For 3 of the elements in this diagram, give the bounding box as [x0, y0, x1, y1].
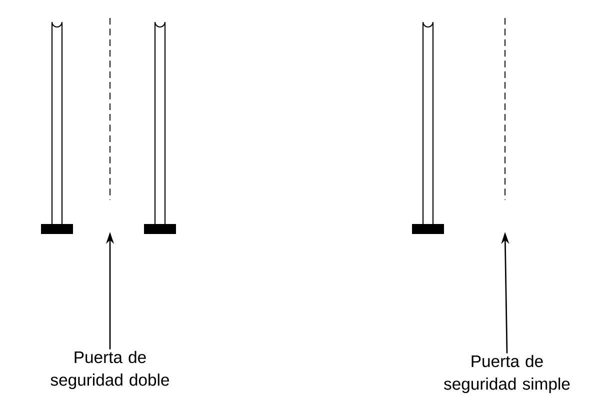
gate-line: [504, 18, 506, 200]
caption-text: Puerta de seguridad simple: [444, 354, 570, 394]
caption-text: Puerta de seguridad doble: [50, 350, 169, 390]
